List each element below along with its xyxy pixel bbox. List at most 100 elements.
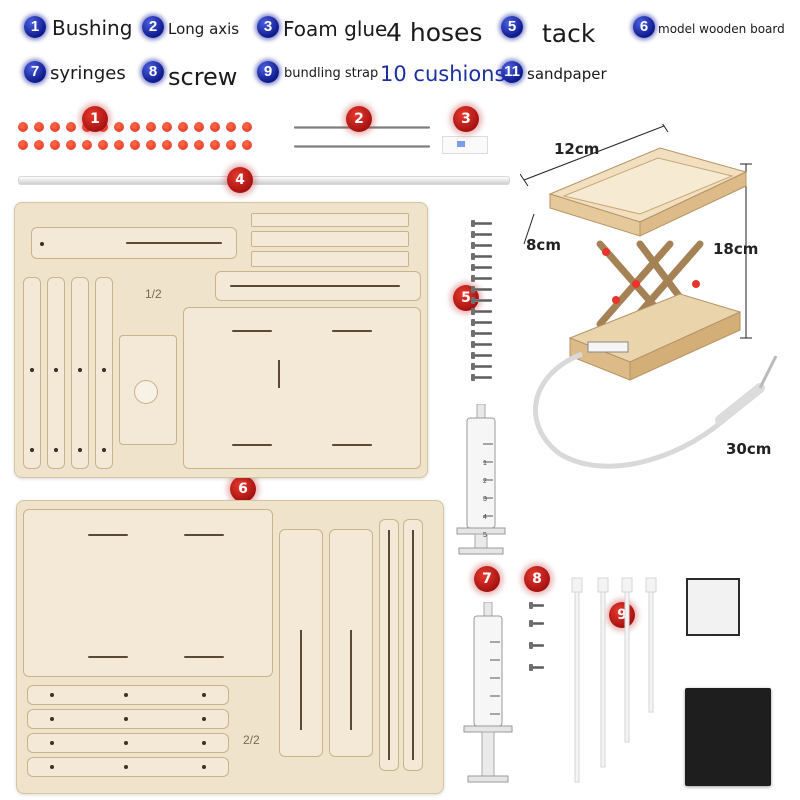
bushing-bead	[18, 122, 28, 132]
bushing-bead	[146, 122, 156, 132]
tack	[471, 286, 492, 293]
board-piece	[251, 231, 409, 247]
bushing-bead	[242, 140, 252, 150]
board-arm	[279, 529, 323, 757]
bushing-bead	[162, 140, 172, 150]
marker-4: 4	[227, 167, 253, 193]
marker-7: 7	[474, 566, 500, 592]
board-piece	[251, 251, 409, 267]
legend-label-screw: screw	[168, 63, 238, 91]
bushing-bead	[114, 122, 124, 132]
syringe-1	[456, 404, 506, 555]
marker-1: 1	[82, 106, 108, 132]
legend-label-hoses: 4 hoses	[386, 18, 483, 47]
syringe-scale-mark: 2	[483, 478, 487, 485]
legend-number-1: 1	[24, 16, 46, 38]
dimension-length: 12cm	[554, 140, 600, 158]
tack	[471, 253, 492, 260]
legend-label-long-axis: Long axis	[168, 20, 240, 38]
tack	[471, 352, 492, 359]
tack	[471, 297, 492, 304]
bushing-bead	[34, 122, 44, 132]
foam-glue-mark	[457, 141, 465, 147]
tack	[471, 264, 492, 271]
legend-label-bundling-strap: bundling strap	[284, 66, 379, 81]
tack	[471, 220, 492, 227]
legend-number-11: 11	[501, 61, 523, 83]
bushing-bead	[146, 140, 156, 150]
board-strip	[27, 685, 229, 705]
sandpaper-sheet	[685, 688, 771, 786]
legend-number-8: 8	[142, 61, 164, 83]
legend-number-6: 6	[633, 16, 655, 38]
wooden-board-sheet-1: 1/2	[14, 202, 428, 478]
syringe-scale-mark: 4	[483, 514, 487, 521]
dimension-hose-length: 30cm	[726, 440, 772, 458]
syringe-scale-mark: 1	[483, 460, 487, 467]
bushing-bead	[162, 122, 172, 132]
tack	[471, 330, 492, 337]
tack	[471, 242, 492, 249]
marker-2: 2	[346, 106, 372, 132]
legend-number-5: 5	[501, 16, 523, 38]
cushion-pad	[686, 578, 740, 636]
dimension-width: 8cm	[526, 236, 561, 254]
syringe-scale: 1 2 3 4 5	[483, 455, 487, 545]
bushing-bead	[130, 140, 140, 150]
board-strip	[47, 277, 65, 469]
dimension-height: 18cm	[713, 240, 759, 258]
bushing-bead	[82, 140, 92, 150]
legend-label-tack: tack	[542, 19, 596, 48]
board-strip	[27, 733, 229, 753]
bushing-bead	[178, 140, 188, 150]
screw	[529, 620, 544, 627]
bundling-straps	[571, 577, 657, 783]
board-strip	[95, 277, 113, 469]
bushing-bead	[66, 122, 76, 132]
screw	[529, 642, 544, 649]
bushing-bead	[66, 140, 76, 150]
bushing-bead	[210, 122, 220, 132]
hose-tube	[18, 176, 510, 185]
tack	[471, 319, 492, 326]
board-arm	[329, 529, 373, 757]
wooden-board-sheet-2: 2/2	[16, 500, 444, 794]
bushing-bead	[178, 122, 188, 132]
board-strip	[71, 277, 89, 469]
board-strip	[403, 519, 423, 771]
foam-glue-pad	[442, 136, 488, 154]
board-platform	[23, 509, 273, 677]
bushing-bead	[194, 122, 204, 132]
bushing-bead	[98, 140, 108, 150]
board-strip	[23, 277, 41, 469]
tack	[471, 374, 492, 381]
legend-label-wooden-board: model wooden board	[658, 22, 785, 36]
bushing-bead	[130, 122, 140, 132]
legend-label-bushing: Bushing	[52, 16, 133, 40]
board-strip	[27, 709, 229, 729]
tack	[471, 308, 492, 315]
tack	[471, 231, 492, 238]
tack	[471, 275, 492, 282]
bushing-bead	[194, 140, 204, 150]
marker-3: 3	[453, 106, 479, 132]
tack	[471, 363, 492, 370]
legend-number-2: 2	[142, 16, 164, 38]
syringe-scale-mark: 3	[483, 496, 487, 503]
axis-rod	[294, 145, 430, 148]
syringe-scale-mark: 5	[483, 532, 487, 539]
bushing-bead	[50, 140, 60, 150]
legend-label-sandpaper: sandpaper	[527, 65, 607, 83]
bushing-bead	[34, 140, 44, 150]
sheet-number-label: 2/2	[243, 733, 260, 747]
board-platform	[183, 307, 421, 469]
legend-label-cushions: 10 cushions	[380, 62, 506, 86]
legend-number-3: 3	[257, 16, 279, 38]
screw	[529, 664, 544, 671]
legend-number-7: 7	[24, 61, 46, 83]
bushing-bead	[18, 140, 28, 150]
legend-label-foam-glue: Foam glue	[283, 17, 388, 41]
board-bracket	[119, 335, 177, 445]
syringe-2	[463, 602, 513, 783]
legend-label-syringes: syringes	[50, 63, 126, 84]
